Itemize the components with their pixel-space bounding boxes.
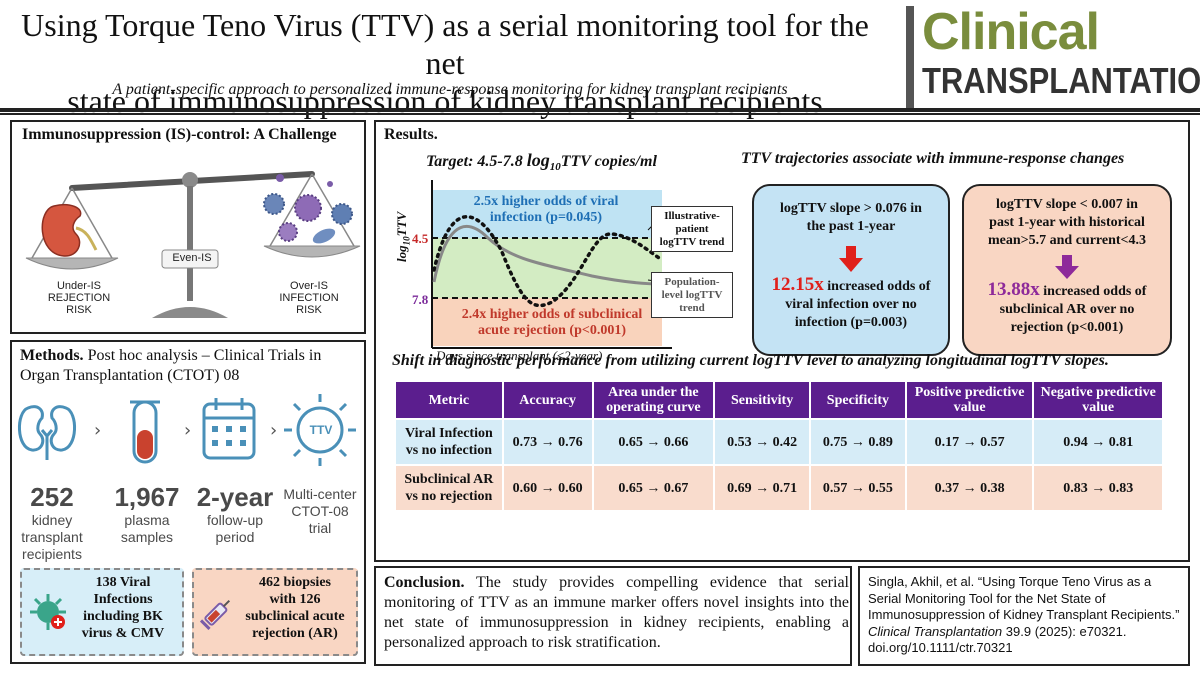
stat-samples-label: plasma samples xyxy=(120,512,174,545)
table-cell: 0.65 → 0.67 xyxy=(591,464,716,512)
x-axis-label: Days since transplant (≤2-year) xyxy=(436,348,603,363)
conclusion-text: Conclusion. The study provides compellin… xyxy=(384,574,849,651)
col-auc: Area under the operating curve xyxy=(591,380,716,420)
table-cell: 0.57 → 0.55 xyxy=(809,464,907,512)
results-title: Results. xyxy=(384,126,438,143)
stat-followup-number: 2-year xyxy=(196,482,274,512)
methods-panel: Methods. Post hoc analysis – Clinical Tr… xyxy=(10,340,366,664)
under-is-label: Under-IS REJECTION RISK xyxy=(47,280,111,316)
journal-logo-bottom: TRANSPLANTATION xyxy=(922,60,1200,101)
diagnostic-shift-title: Shift in diagnostic performance from uti… xyxy=(392,352,1109,369)
col-sensitivity: Sensitivity xyxy=(713,380,811,420)
row-metric: Viral Infection vs no infection xyxy=(394,418,504,466)
target-range-title: Target: 4.5-7.8 log10TTV copies/ml xyxy=(426,150,657,174)
table-cell: 0.94 → 0.81 xyxy=(1032,418,1164,466)
illustrative-patient-annotation: Illustrative- patient logTTV trend xyxy=(651,206,733,252)
purple-down-arrow-icon xyxy=(1055,255,1079,279)
stat-followup-label: follow-up period xyxy=(206,512,264,545)
table-cell: 0.60 → 0.60 xyxy=(501,464,594,512)
over-is-label: Over-IS INFECTION RISK xyxy=(279,280,339,316)
ttv-trend-chart xyxy=(431,180,672,349)
table-cell: 0.37 → 0.38 xyxy=(904,464,1035,512)
table-cell: 0.75 → 0.89 xyxy=(809,418,907,466)
stat-trial-label: Multi-center CTOT-08 trial xyxy=(283,486,357,536)
population-annotation: Population- level logTTV trend xyxy=(651,272,733,318)
methods-heading: Methods. Post hoc analysis – Clinical Tr… xyxy=(20,347,322,384)
even-is-label: Even-IS xyxy=(172,252,212,264)
table-cell: 0.83 → 0.83 xyxy=(1032,464,1164,512)
stat-recipients-label: kidney transplant recipients xyxy=(21,512,83,562)
tick-7-8: 4.5 xyxy=(412,231,429,246)
page-title: Using Torque Teno Virus (TTV) as a seria… xyxy=(21,7,869,119)
ar-slope-box: logTTV slope < 0.007 in past 1-year with… xyxy=(962,184,1172,356)
table-cell: 0.73 → 0.76 xyxy=(501,418,594,466)
svg-text:›: › xyxy=(184,420,191,441)
ar-slope-result: 13.88x increased odds of subclinical AR … xyxy=(987,279,1147,335)
target-zone-band xyxy=(432,238,662,298)
biopsies-box: 462 biopsies with 126 subclinical acute … xyxy=(192,568,358,656)
performance-table: Metric Accuracy Area under the operating… xyxy=(394,380,1164,512)
journal-logo-top: Clinical xyxy=(922,3,1100,61)
calendar-icon xyxy=(202,398,256,460)
conclusion-panel: Conclusion. The study provides compellin… xyxy=(374,566,852,666)
table-header-row: Metric Accuracy Area under the operating… xyxy=(394,380,1164,420)
svg-text:›: › xyxy=(270,420,277,441)
red-down-arrow-icon xyxy=(839,246,863,272)
test-tube-icon xyxy=(130,400,160,464)
viral-slope-criteria: logTTV slope > 0.076 in the past 1-year xyxy=(780,201,922,234)
rejection-zone-band xyxy=(432,298,662,346)
kidneys-icon xyxy=(17,405,77,460)
viral-zone-band xyxy=(432,190,662,238)
citation-panel: Singla, Akhil, et al. “Using Torque Teno… xyxy=(858,566,1190,666)
population-trend-line xyxy=(432,224,663,286)
col-npv: Negative predictive value xyxy=(1032,380,1164,420)
header-rule-thin xyxy=(0,113,1200,115)
table-cell: 0.69 → 0.71 xyxy=(713,464,811,512)
results-panel: Results. Target: 4.5-7.8 log10TTV copies… xyxy=(374,120,1190,562)
viral-odds-note: 2.5x higher odds of viral infection (p=0… xyxy=(473,194,619,225)
biopsies-text: 462 biopsies with 126 subclinical acute … xyxy=(245,575,345,641)
viral-slope-box: logTTV slope > 0.076 in the past 1-year … xyxy=(752,184,950,356)
col-accuracy: Accuracy xyxy=(501,380,594,420)
ttv-icon-label: TTV xyxy=(309,423,333,437)
patient-trend-line xyxy=(432,215,664,308)
col-specificity: Specificity xyxy=(809,380,907,420)
table-cell: 0.17 → 0.57 xyxy=(904,418,1035,466)
header-rule xyxy=(0,108,1200,112)
citation-text: Singla, Akhil, et al. “Using Torque Teno… xyxy=(868,574,1180,655)
virus-icon xyxy=(30,594,66,630)
stat-samples-number: 1,967 xyxy=(114,482,180,512)
viral-infections-box: 138 Viral Infections including BK virus … xyxy=(20,568,184,656)
viral-slope-result: 12.15x increased odds of viral infection… xyxy=(771,274,931,330)
syringe-icon xyxy=(200,599,231,630)
tick-4-5: 7.8 xyxy=(412,292,429,307)
stat-recipients-number: 252 xyxy=(30,482,74,512)
svg-text:›: › xyxy=(94,420,101,441)
balance-scale-illustration xyxy=(25,171,361,318)
col-metric: Metric xyxy=(394,380,504,420)
y-axis-label: log10TTV xyxy=(394,211,412,262)
ar-slope-criteria: logTTV slope < 0.007 in past 1-year with… xyxy=(987,197,1147,248)
col-ppv: Positive predictive value xyxy=(904,380,1035,420)
challenge-title: Immunosuppression (IS)-control: A Challe… xyxy=(22,126,337,143)
table-row: Viral Infection vs no infection 0.73 → 0… xyxy=(394,418,1164,466)
viral-infections-text: 138 Viral Infections including BK virus … xyxy=(81,575,165,641)
page-subtitle: A patient-specific approach to personali… xyxy=(112,81,788,98)
table-cell: 0.65 → 0.66 xyxy=(591,418,716,466)
ttv-virus-icon xyxy=(284,394,356,466)
challenge-panel: Immunosuppression (IS)-control: A Challe… xyxy=(10,120,366,334)
row-metric: Subclinical AR vs no rejection xyxy=(394,464,504,512)
logo-divider xyxy=(906,6,914,110)
table-row: Subclinical AR vs no rejection 0.60 → 0.… xyxy=(394,464,1164,512)
trajectory-title: TTV trajectories associate with immune-r… xyxy=(741,150,1125,167)
table-cell: 0.53 → 0.42 xyxy=(713,418,811,466)
rejection-odds-note: 2.4x higher odds of subclinical acute re… xyxy=(461,307,643,338)
methods-icons: › › › xyxy=(17,394,356,466)
